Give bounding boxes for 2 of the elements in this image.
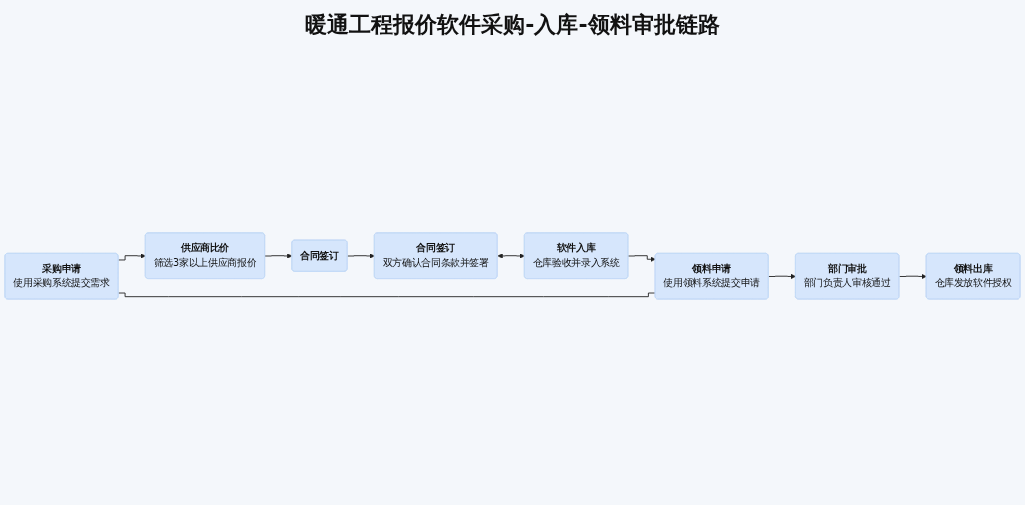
diagram-title: 暖通工程报价软件采购-入库-领料审批链路 [304, 11, 721, 39]
connector [118, 292, 656, 298]
